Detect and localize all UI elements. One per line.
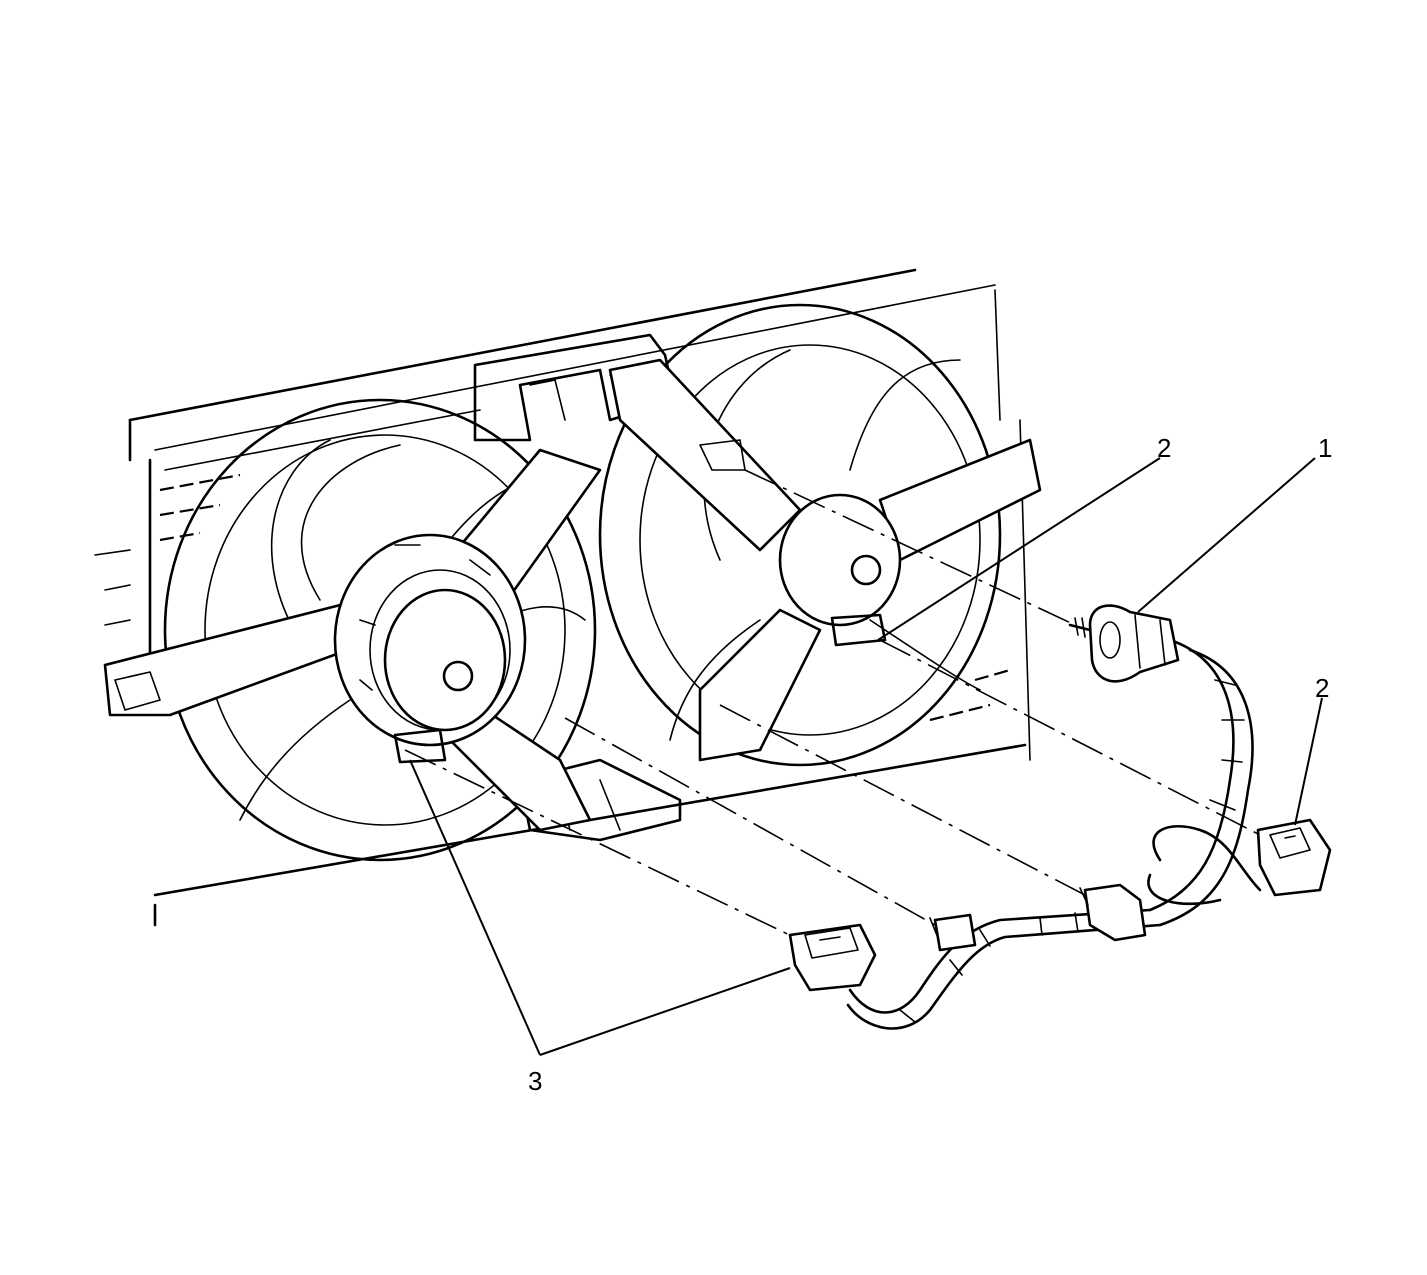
connector-3-left (788, 923, 877, 992)
callout-2-upper: 2 (1157, 433, 1171, 463)
leader-lines (409, 457, 1323, 1056)
right-fan-assembly (598, 303, 1042, 767)
callout-3: 3 (528, 1066, 542, 1096)
wiring-harness (846, 638, 1262, 1030)
connector-terminal-middle (929, 883, 1147, 952)
callout-labels: 1 2 2 3 (528, 433, 1332, 1096)
callout-2-lower: 2 (1315, 673, 1329, 703)
connector-1 (1068, 604, 1180, 683)
left-fan-assembly (103, 398, 602, 862)
connector-2-right (1256, 818, 1332, 897)
connection-dash-lines (404, 469, 1261, 941)
callout-1: 1 (1318, 433, 1332, 463)
